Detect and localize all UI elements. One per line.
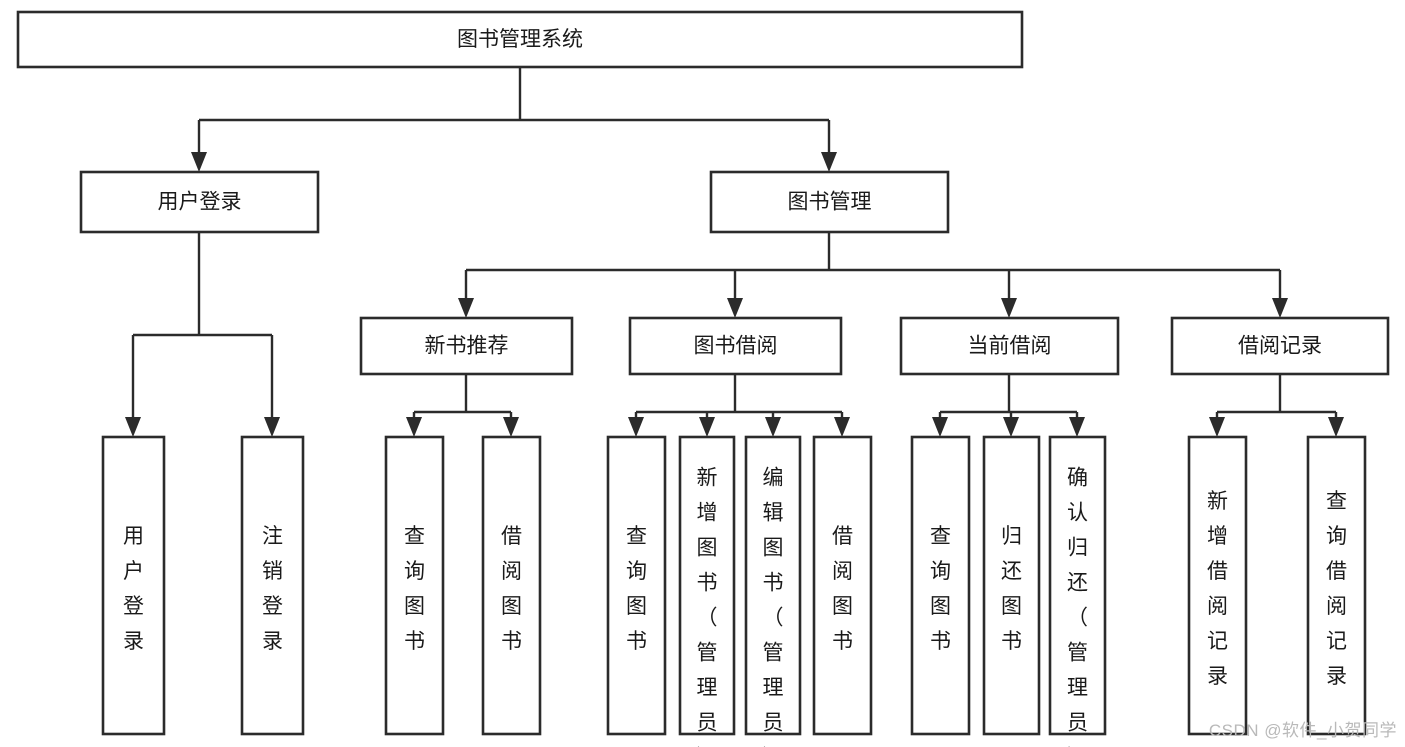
arrow-connector-2 (458, 270, 474, 318)
leaf-node-label: 用户登录 (123, 525, 144, 653)
leaf-node-label: 查询图书 (930, 525, 951, 653)
node-level3-3[interactable]: 当前借阅 (899, 316, 1120, 376)
leaf-node-9[interactable]: 查询图书 (910, 435, 971, 736)
arrow-connector-1 (821, 120, 837, 172)
leaf-node-2[interactable]: 注销登录 (240, 435, 305, 736)
arrow-connector-16 (1069, 412, 1085, 437)
arrow-connector-17 (1209, 412, 1225, 437)
arrow-connector-10 (628, 412, 644, 437)
node-level2-1[interactable]: 用户登录 (79, 170, 320, 234)
connector-record-children (1217, 374, 1336, 414)
arrow-connector-13 (834, 412, 850, 437)
connector-level2-to-level3 (466, 232, 1280, 272)
leaf-node-label: 确认归还（管理员） (1067, 466, 1088, 747)
connectors-layer (125, 67, 1344, 437)
arrow-connector-7 (264, 335, 280, 437)
csdn-watermark: CSDN @软件_小贺同学 (1208, 721, 1397, 740)
arrow-connector-0 (191, 120, 207, 172)
leaf-node-label: 查询借阅记录 (1326, 490, 1347, 688)
leaf-node-label: 注销登录 (262, 525, 283, 653)
leaf-node-13[interactable]: 查询借阅记录 (1306, 435, 1367, 736)
node-label: 图书管理系统 (457, 28, 583, 51)
node-level3-2[interactable]: 图书借阅 (628, 316, 843, 376)
node-label: 图书管理 (788, 191, 872, 214)
arrow-connector-3 (727, 270, 743, 318)
leaf-node-label: 新增借阅记录 (1207, 490, 1228, 688)
leaf-node-3[interactable]: 查询图书 (384, 435, 445, 736)
leaf-node-7[interactable]: 编辑图书（管理员） (744, 435, 802, 747)
leaf-node-label: 查询图书 (626, 525, 647, 653)
arrow-connector-11 (699, 412, 715, 437)
leaf-node-label: 借阅图书 (501, 525, 522, 653)
leaf-node-10[interactable]: 归还图书 (982, 435, 1041, 736)
arrow-connector-12 (765, 412, 781, 437)
arrow-connector-6 (125, 335, 141, 437)
leaf-node-label: 借阅图书 (832, 525, 853, 653)
node-level3-4[interactable]: 借阅记录 (1170, 316, 1390, 376)
leaf-node-6[interactable]: 新增图书（管理员） (678, 435, 736, 747)
node-label: 新书推荐 (425, 335, 509, 358)
leaf-node-label: 查询图书 (404, 525, 425, 653)
arrow-connector-5 (1272, 270, 1288, 318)
node-label: 借阅记录 (1238, 335, 1322, 358)
node-label: 当前借阅 (968, 335, 1052, 358)
leaf-node-12[interactable]: 新增借阅记录 (1187, 435, 1248, 736)
arrow-connector-9 (503, 412, 519, 437)
arrow-connector-14 (932, 412, 948, 437)
node-root-图书管理系统[interactable]: 图书管理系统 (16, 10, 1024, 69)
connector-user-login-children (133, 232, 272, 337)
leaf-node-8[interactable]: 借阅图书 (812, 435, 873, 736)
arrow-connector-4 (1001, 270, 1017, 318)
leaf-node-label: 新增图书（管理员） (697, 466, 718, 747)
node-level2-2[interactable]: 图书管理 (709, 170, 950, 234)
leaf-node-label: 归还图书 (1001, 525, 1022, 653)
node-level3-1[interactable]: 新书推荐 (359, 316, 574, 376)
connector-borrow-children (636, 374, 842, 414)
node-label: 图书借阅 (694, 335, 778, 358)
arrow-connector-8 (406, 412, 422, 437)
node-label: 用户登录 (158, 191, 242, 214)
nodes-layer: 图书管理系统用户登录图书管理新书推荐图书借阅当前借阅借阅记录用户登录注销登录查询… (16, 10, 1390, 747)
connector-root-to-level2 (199, 67, 829, 122)
leaf-node-1[interactable]: 用户登录 (101, 435, 166, 736)
leaf-node-11[interactable]: 确认归还（管理员） (1048, 435, 1107, 747)
leaf-node-5[interactable]: 查询图书 (606, 435, 667, 736)
connector-new-book-children (414, 374, 511, 414)
arrow-connector-15 (1003, 412, 1019, 437)
leaf-node-label: 编辑图书（管理员） (763, 466, 784, 747)
leaf-node-4[interactable]: 借阅图书 (481, 435, 542, 736)
arrow-connector-18 (1328, 412, 1344, 437)
connector-current-children (940, 374, 1077, 414)
